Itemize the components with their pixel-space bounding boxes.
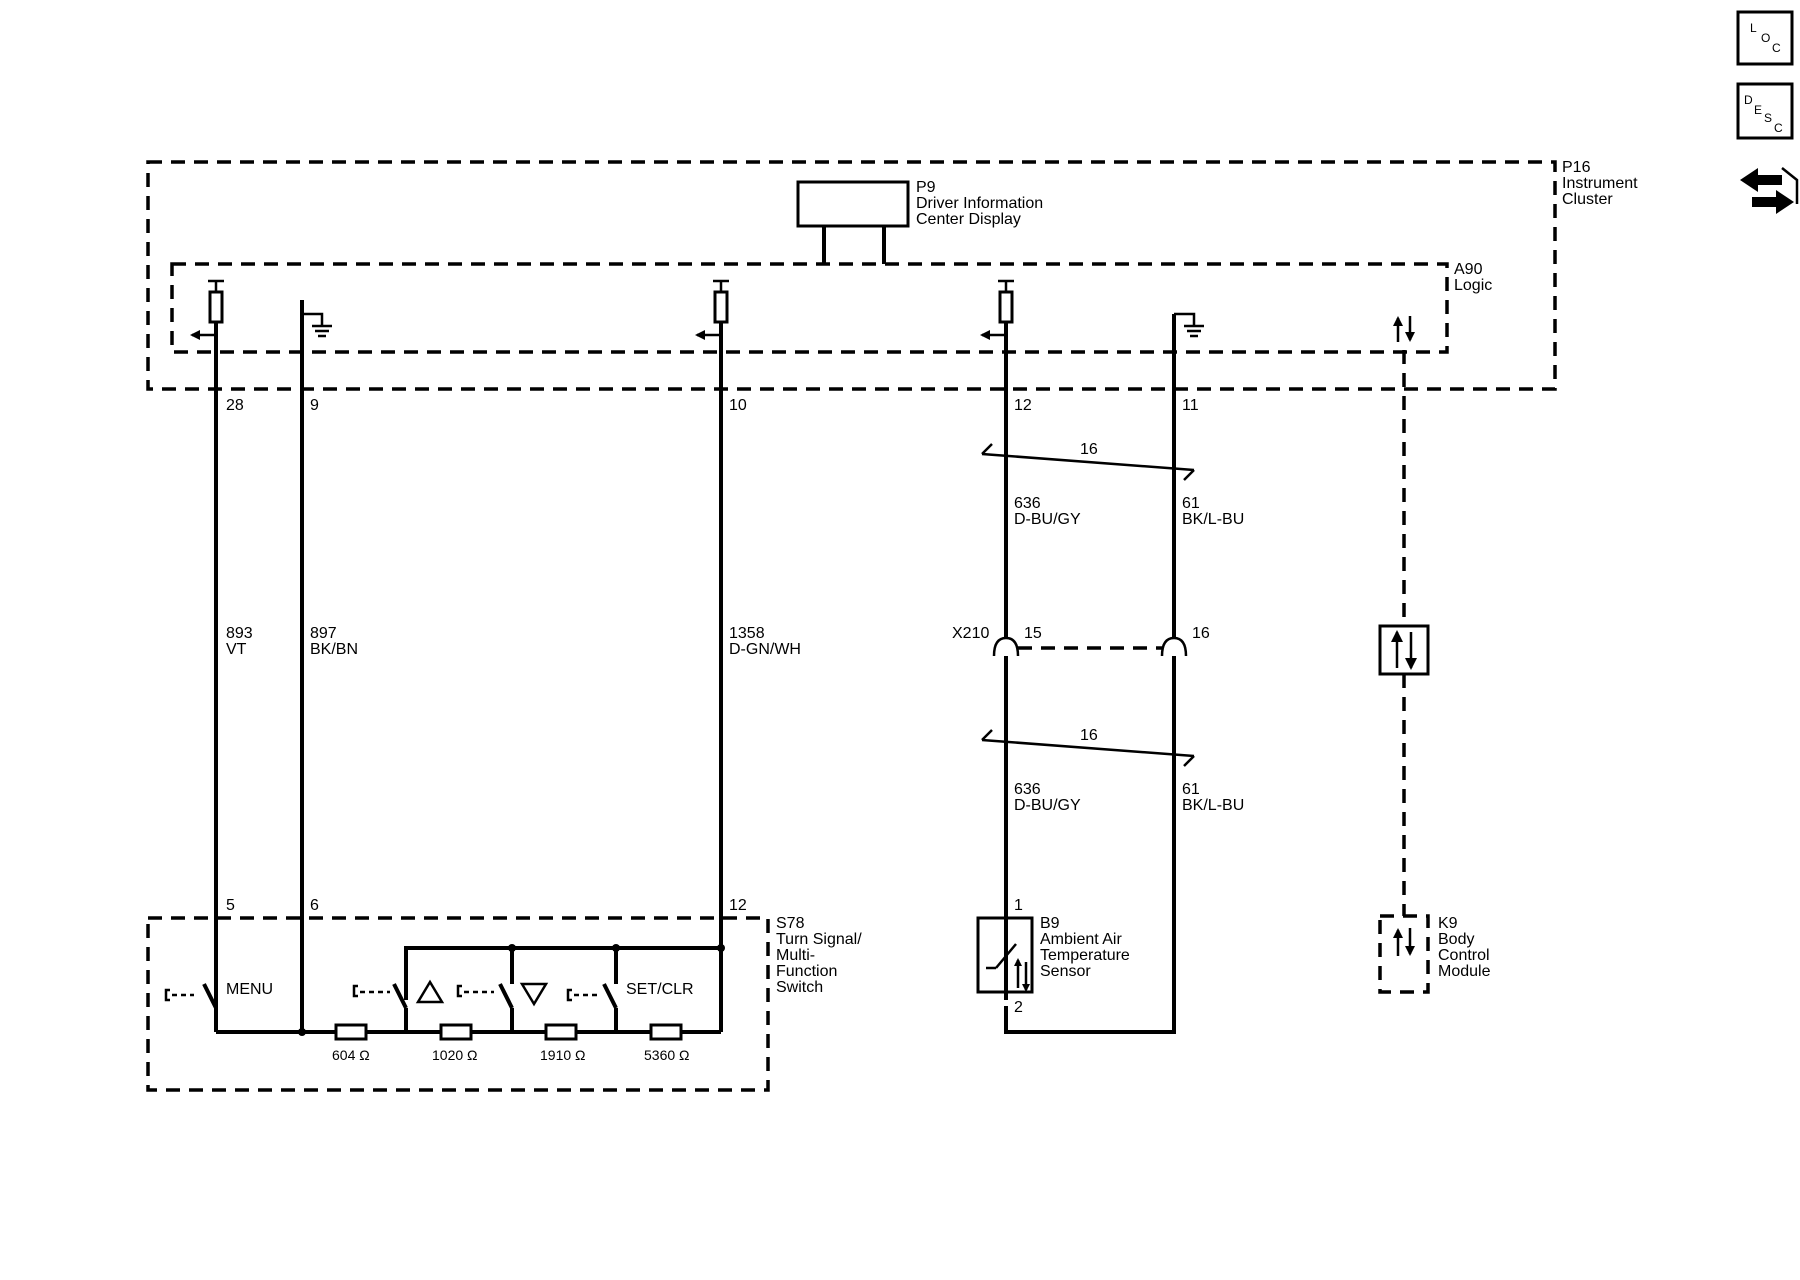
svg-text:1: 1 (1014, 897, 1023, 914)
pullup-resistor-12 (980, 279, 1014, 340)
svg-text:Module: Module (1438, 963, 1491, 980)
svg-text:VT: VT (226, 641, 247, 658)
svg-text:E: E (1754, 103, 1762, 117)
pin-label: 10 (729, 397, 747, 414)
svg-text:61: 61 (1182, 781, 1200, 798)
svg-text:2: 2 (1014, 999, 1023, 1016)
svg-text:15: 15 (1024, 625, 1042, 642)
svg-text:L: L (1750, 21, 1757, 35)
svg-text:D-BU/GY: D-BU/GY (1014, 797, 1081, 814)
pin-label: 9 (310, 397, 319, 414)
desc-icon[interactable]: D E S C (1736, 82, 1794, 140)
svg-text:Instrument: Instrument (1562, 175, 1638, 192)
k9-body-control-module[interactable]: K9 Body Control Module (1378, 914, 1491, 994)
svg-text:Switch: Switch (776, 979, 823, 996)
svg-text:Control: Control (1438, 947, 1490, 964)
wire-label-1358: 1358 D-GN/WH (729, 625, 801, 658)
svg-text:S78: S78 (776, 915, 805, 932)
svg-text:Temperature: Temperature (1040, 947, 1130, 964)
svg-text:B9: B9 (1040, 915, 1060, 932)
svg-text:BK/L-BU: BK/L-BU (1182, 797, 1244, 814)
svg-text:61: 61 (1182, 495, 1200, 512)
svg-text:D-BU/GY: D-BU/GY (1014, 511, 1081, 528)
svg-text:P16: P16 (1562, 159, 1591, 176)
svg-text:897: 897 (310, 625, 337, 642)
svg-text:P9: P9 (916, 179, 936, 196)
ground-symbol-11 (1174, 312, 1204, 338)
svg-text:Driver Information: Driver Information (916, 195, 1043, 212)
switch-label-menu: MENU (226, 981, 273, 998)
b9-ambient-air-temperature-sensor[interactable]: 1 2 B9 Ambient Air Temperature Sensor (976, 897, 1130, 1016)
svg-text:A90: A90 (1454, 261, 1483, 278)
wire-label-893: 893 VT (226, 625, 253, 658)
resistor-label: 1910 Ω (540, 1047, 586, 1063)
svg-text:BK/L-BU: BK/L-BU (1182, 511, 1244, 528)
svg-text:893: 893 (226, 625, 253, 642)
pullup-resistor-10 (695, 279, 729, 340)
pin-label: 11 (1182, 397, 1199, 414)
svg-text:636: 636 (1014, 495, 1041, 512)
resistor-label: 5360 Ω (644, 1047, 690, 1063)
pin-label: 12 (1014, 397, 1032, 414)
wire-label-636: 636 D-BU/GY 636 D-BU/GY (1014, 495, 1081, 814)
svg-text:Logic: Logic (1454, 277, 1492, 294)
svg-text:6: 6 (310, 897, 319, 914)
svg-text:16: 16 (1192, 625, 1210, 642)
svg-text:C: C (1772, 41, 1781, 55)
serial-data-line (1378, 350, 1430, 916)
svg-text:O: O (1761, 31, 1770, 45)
navigate-arrows-icon[interactable] (1740, 167, 1799, 214)
serial-data-icon (1393, 316, 1415, 342)
svg-text:D-GN/WH: D-GN/WH (729, 641, 801, 658)
svg-text:636: 636 (1014, 781, 1041, 798)
resistor-label: 604 Ω (332, 1047, 370, 1063)
svg-text:1358: 1358 (729, 625, 765, 642)
svg-text:X210: X210 (952, 625, 989, 642)
svg-text:Sensor: Sensor (1040, 963, 1091, 980)
pullup-resistor-28 (190, 279, 224, 340)
svg-text:16: 16 (1080, 727, 1098, 744)
svg-text:16: 16 (1080, 441, 1098, 458)
svg-text:Center Display: Center Display (916, 211, 1021, 228)
twisted-pair-marker: 16 (981, 441, 1195, 481)
svg-text:12: 12 (729, 897, 747, 914)
svg-text:Body: Body (1438, 931, 1474, 948)
svg-text:C: C (1774, 121, 1783, 135)
svg-text:5: 5 (226, 897, 235, 914)
p16-instrument-cluster: P16 Instrument Cluster (146, 159, 1638, 391)
svg-text:BK/BN: BK/BN (310, 641, 358, 658)
p9-driver-information-display: P9 Driver Information Center Display (796, 179, 1043, 264)
svg-text:Cluster: Cluster (1562, 191, 1613, 208)
wire-label-897: 897 BK/BN (310, 625, 358, 658)
svg-text:Function: Function (776, 963, 837, 980)
wire-label-61: 61 BK/L-BU 61 BK/L-BU (1182, 495, 1244, 814)
svg-text:Turn Signal/: Turn Signal/ (776, 931, 862, 948)
connector-x210[interactable]: X210 15 16 (952, 625, 1210, 657)
twisted-pair-marker: 16 (981, 727, 1195, 767)
svg-text:S: S (1764, 111, 1772, 125)
ground-symbol-9 (300, 300, 332, 338)
s78-multifunction-switch[interactable]: S78 Turn Signal/ Multi- Function Switch … (146, 897, 862, 1092)
svg-text:Ambient Air: Ambient Air (1040, 931, 1122, 948)
pin-label: 28 (226, 397, 244, 414)
loc-icon[interactable]: L O C (1736, 10, 1794, 66)
svg-text:K9: K9 (1438, 915, 1458, 932)
a90-logic: A90 Logic (170, 261, 1492, 354)
svg-text:D: D (1744, 93, 1753, 107)
svg-text:Multi-: Multi- (776, 947, 815, 964)
resistor-label: 1020 Ω (432, 1047, 478, 1063)
switch-label-setclr: SET/CLR (626, 981, 694, 998)
